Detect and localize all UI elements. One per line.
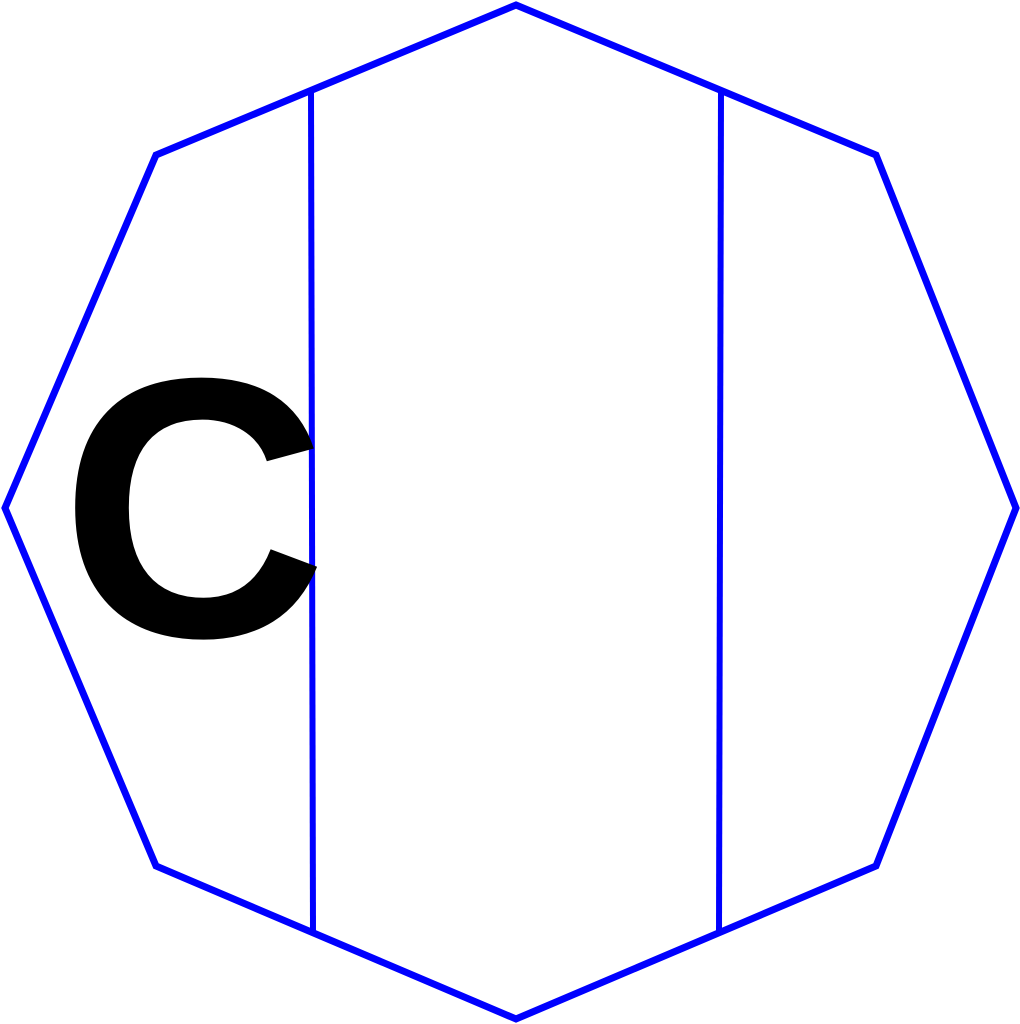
left-divider-line xyxy=(308,89,316,935)
right-divider-line xyxy=(716,89,724,935)
region-label: C xyxy=(60,302,327,715)
